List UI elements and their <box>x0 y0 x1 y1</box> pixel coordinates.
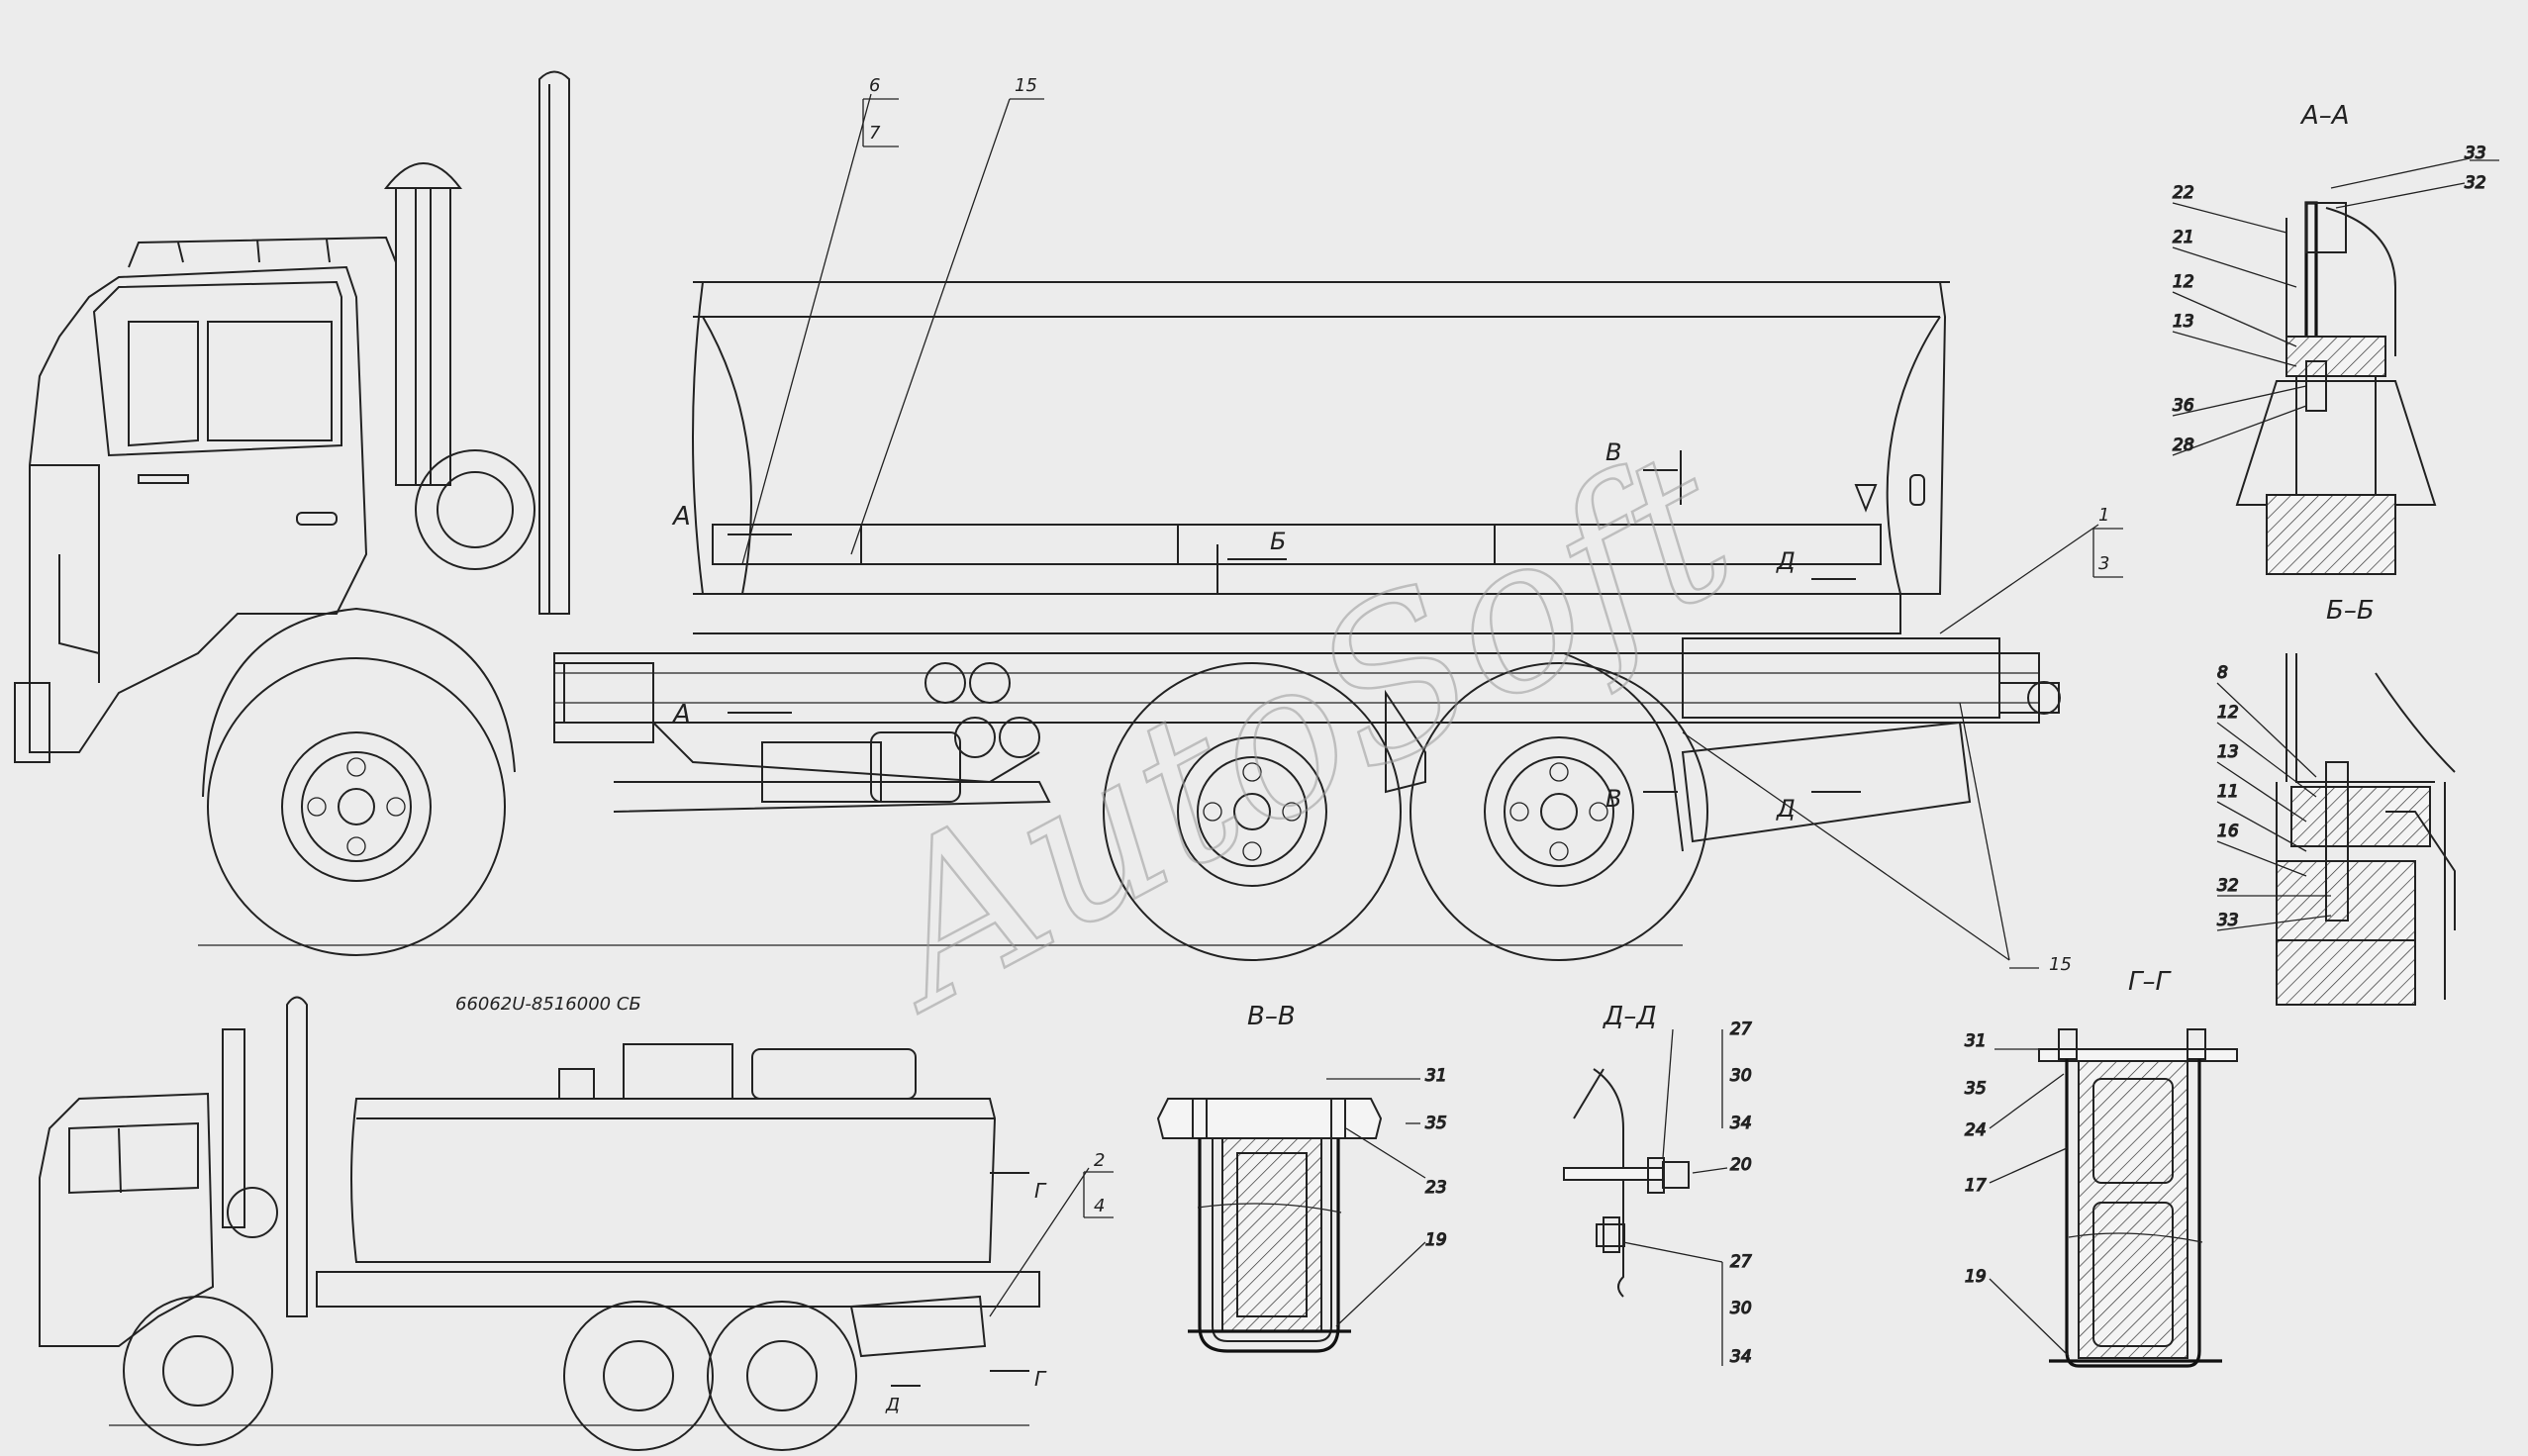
section-bb-title: Б–Б <box>2326 596 2375 626</box>
middle-wheel <box>1103 662 1402 961</box>
dd-callout-34-bottom: 34 <box>1730 1347 1752 1367</box>
vv-callout-19: 19 <box>1425 1230 1447 1250</box>
aa-callout-21: 21 <box>2173 228 2194 247</box>
bb-callout-13: 13 <box>2217 742 2239 762</box>
callout-15-top: 15 <box>1015 75 1037 96</box>
aa-callout-22: 22 <box>2173 183 2194 203</box>
section-vv: В–В 31 35 23 19 <box>1156 1002 1447 1353</box>
section-aa: А–А 33 32 22 21 12 13 36 28 <box>2172 101 2499 575</box>
bb-callout-32: 32 <box>2217 876 2239 896</box>
callout-15-bottom: 15 <box>2049 954 2072 975</box>
section-dd-title: Д–Д <box>1603 1002 1657 1031</box>
callout-1: 1 <box>2098 505 2109 526</box>
rear-fender <box>1563 652 1684 852</box>
vv-callout-23: 23 <box>1425 1178 1447 1198</box>
dd-callout-30-bottom: 30 <box>1730 1299 1752 1318</box>
aa-callout-36: 36 <box>2173 396 2194 416</box>
small-section-mark-g-bottom: Г <box>1034 1367 1047 1391</box>
callout-3: 3 <box>2098 553 2109 574</box>
aa-callout-13: 13 <box>2173 312 2194 332</box>
main-truck-view <box>14 70 2061 961</box>
section-mark-d-top: Д <box>1776 547 1796 575</box>
watermark: AutoSoft <box>827 404 1769 1058</box>
dd-callout-34-top: 34 <box>1730 1114 1752 1133</box>
air-tanks <box>924 662 1040 758</box>
bb-callout-11: 11 <box>2217 782 2239 802</box>
section-mark-v-bottom: В <box>1605 785 1621 813</box>
rear-wheel <box>1410 662 1708 961</box>
gg-callout-19: 19 <box>1965 1267 1987 1287</box>
dd-callout-30-top: 30 <box>1730 1066 1752 1086</box>
callout-6: 6 <box>869 75 880 96</box>
gg-callout-35: 35 <box>1965 1079 1987 1099</box>
bb-callout-12: 12 <box>2217 703 2239 723</box>
wheel-studs <box>307 757 1608 861</box>
section-vv-title: В–В <box>1247 1002 1296 1031</box>
small-callout-4: 4 <box>1094 1196 1105 1216</box>
bb-callout-33: 33 <box>2217 911 2239 930</box>
aa-callout-33: 33 <box>2465 144 2486 163</box>
small-section-mark-d: Д <box>885 1395 900 1415</box>
dd-callout-20: 20 <box>1730 1155 1752 1175</box>
small-callout-2: 2 <box>1094 1150 1105 1171</box>
section-gg-title: Г–Г <box>2128 967 2172 997</box>
vv-callout-31: 31 <box>1425 1066 1447 1086</box>
dd-callout-27-bottom: 27 <box>1730 1252 1752 1272</box>
main-view-annotations: 6 7 15 1 3 15 А А Б В В Д Д <box>671 75 2123 975</box>
small-truck-view: 66062U-8516000 СБ Г Г Д 2 4 <box>39 994 1114 1451</box>
assembly-code: 66062U-8516000 СБ <box>455 994 641 1015</box>
aa-callout-12: 12 <box>2173 272 2194 292</box>
section-aa-title: А–А <box>2299 101 2350 131</box>
bb-callout-8: 8 <box>2217 663 2228 683</box>
aa-callout-28: 28 <box>2173 436 2194 455</box>
gg-callout-17: 17 <box>1965 1176 1987 1196</box>
dd-callout-27-top: 27 <box>1730 1019 1752 1039</box>
gg-callout-24: 24 <box>1965 1120 1987 1140</box>
cab <box>14 236 397 763</box>
section-mark-d-bottom: Д <box>1776 795 1796 823</box>
section-mark-b: Б <box>1270 528 1286 555</box>
callout-7: 7 <box>869 123 881 144</box>
gg-callout-31: 31 <box>1965 1031 1987 1051</box>
small-section-mark-g-top: Г <box>1034 1179 1047 1203</box>
tank-body <box>692 281 1950 634</box>
section-mark-a-top: А <box>671 502 691 532</box>
vv-callout-35: 35 <box>1425 1114 1447 1133</box>
section-mark-a-bottom: А <box>671 700 691 729</box>
bogie-spring <box>1385 689 1426 794</box>
mud-flap <box>1681 721 1972 843</box>
section-gg: Г–Г 31 35 24 17 19 <box>1964 967 2238 1368</box>
section-dd: Д–Д 27 30 34 20 27 30 34 <box>1563 1002 1752 1368</box>
section-mark-v-top: В <box>1605 438 1621 466</box>
aa-callout-32: 32 <box>2465 173 2486 193</box>
front-wheel <box>202 607 516 956</box>
air-intake-and-exhaust <box>383 70 570 615</box>
section-bb: Б–Б 8 12 13 11 16 32 33 <box>2216 596 2456 1006</box>
bb-callout-16: 16 <box>2217 822 2239 841</box>
fuel-tank <box>563 662 654 724</box>
